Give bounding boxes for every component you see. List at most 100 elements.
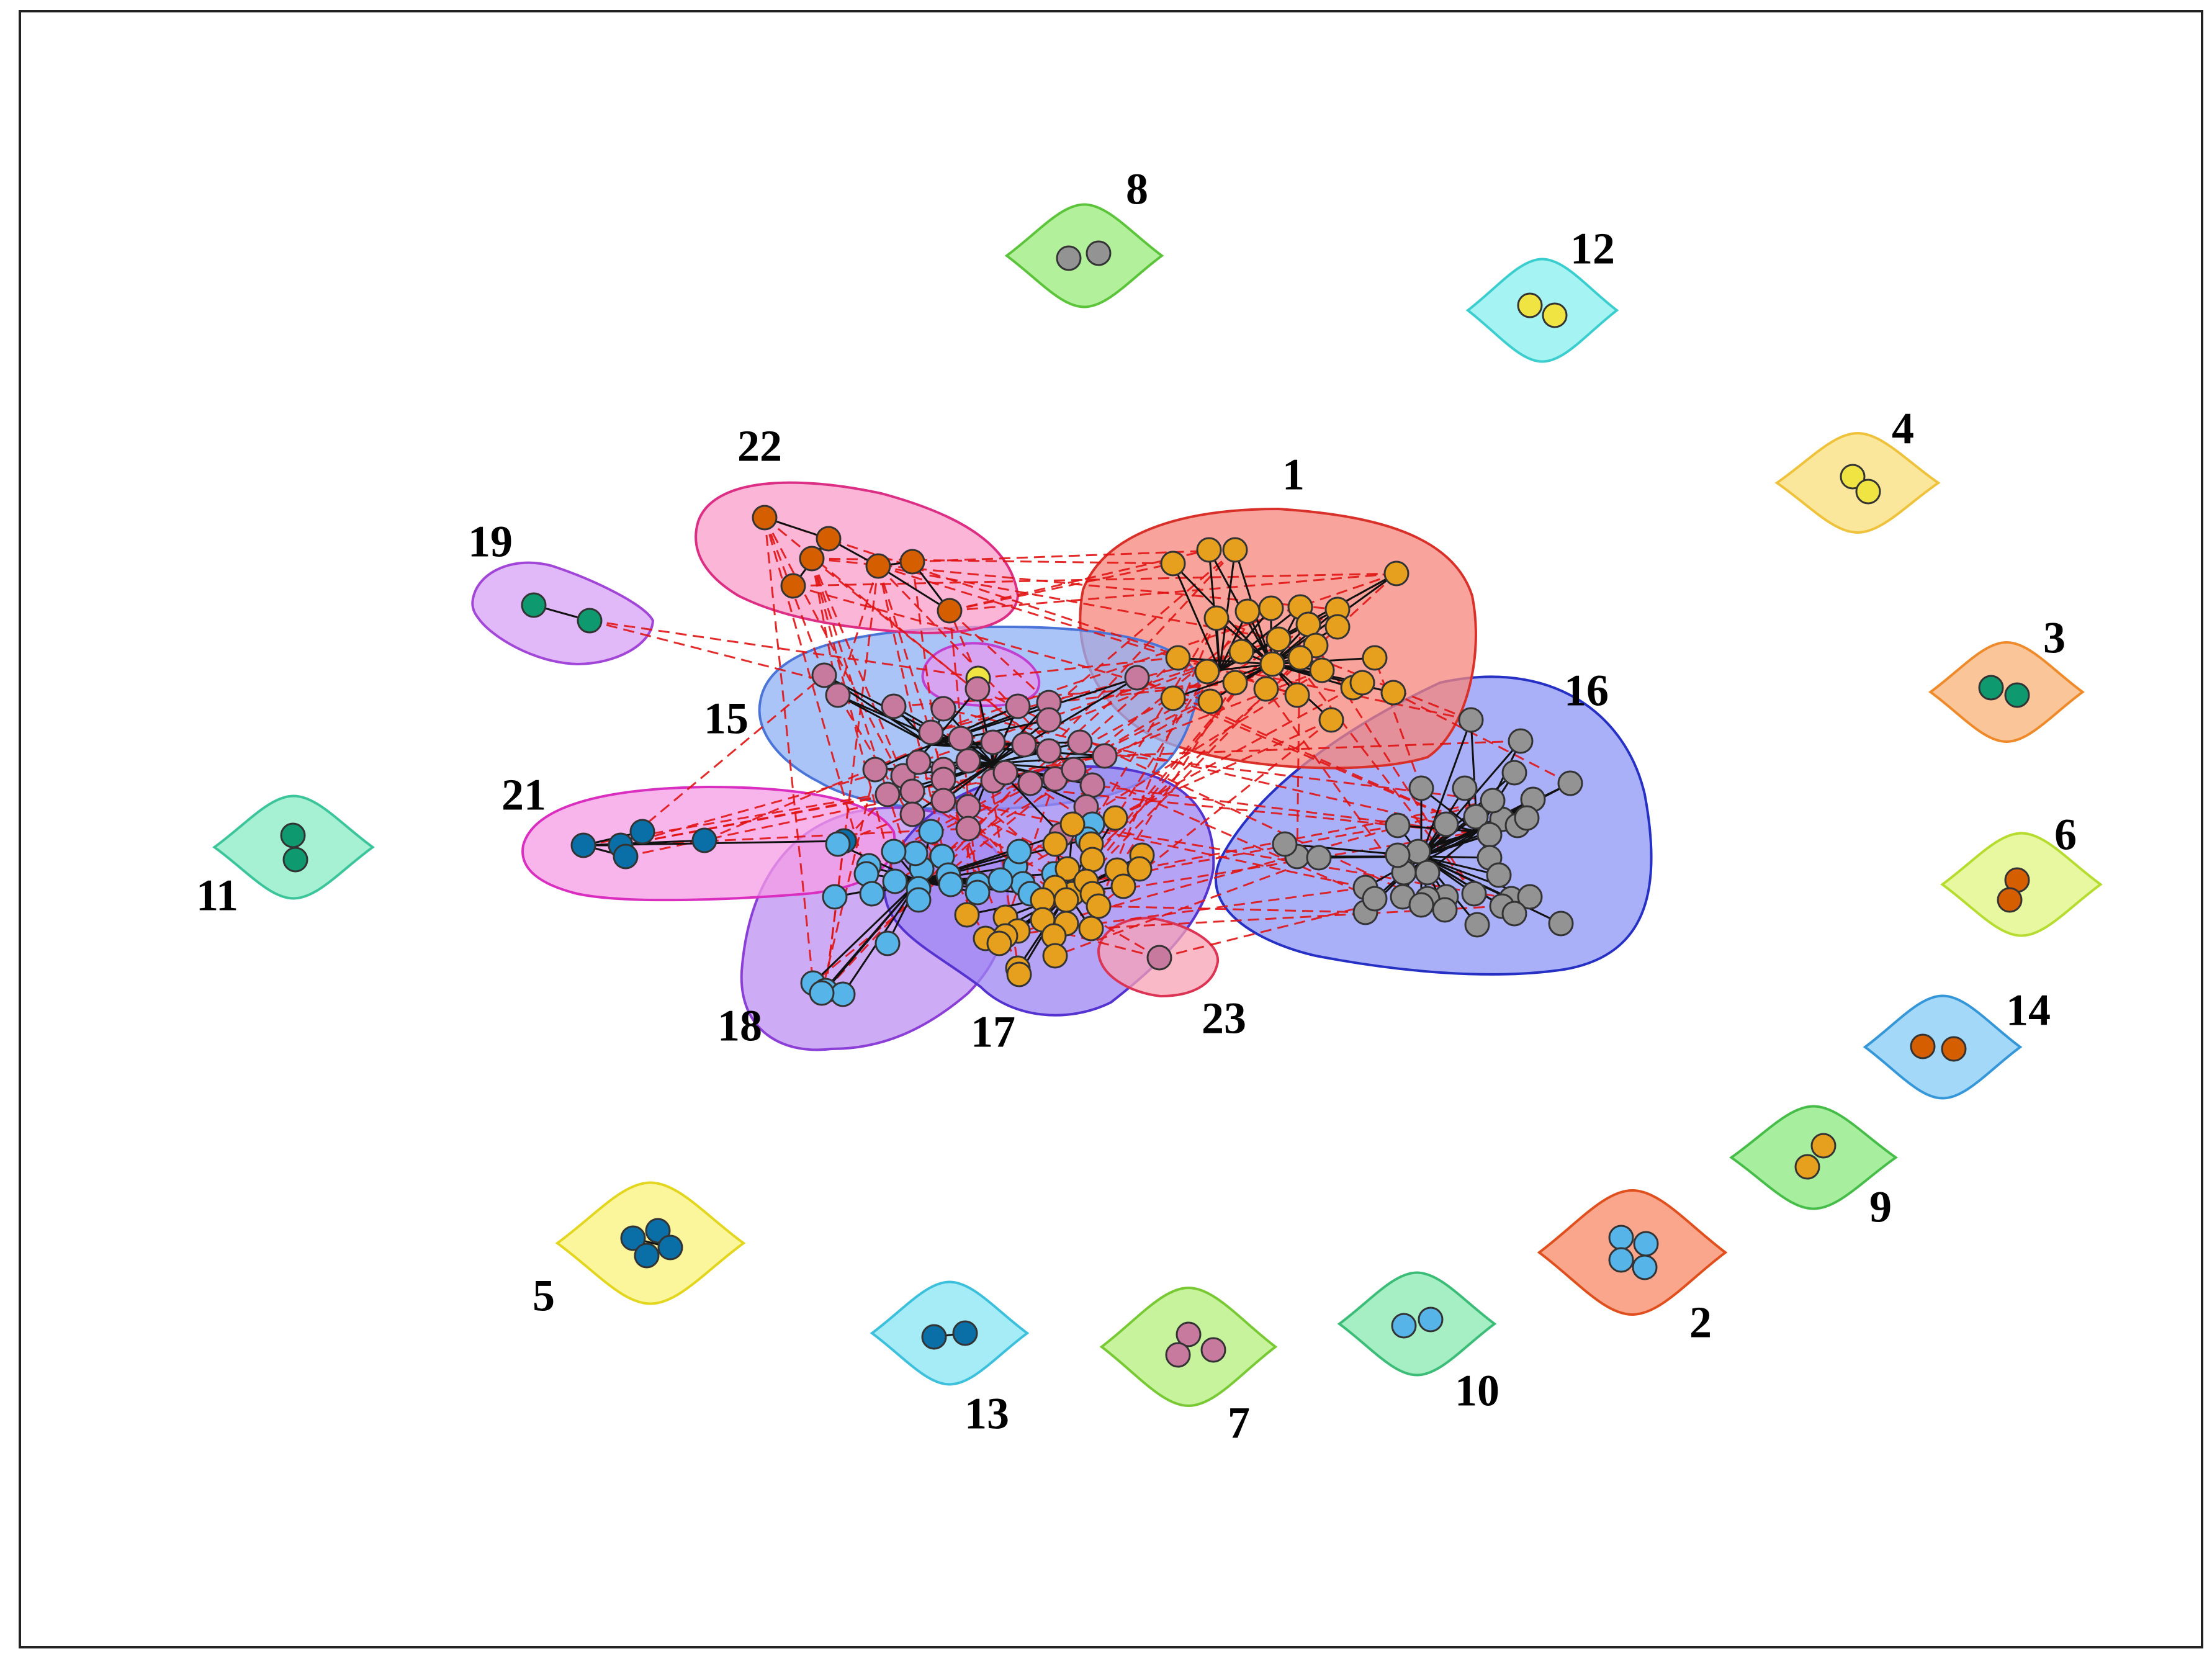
cluster-13-node <box>921 1324 947 1350</box>
cluster-17-node <box>954 902 980 928</box>
inter-edge <box>1054 856 1320 957</box>
cluster-1-node <box>1259 651 1285 677</box>
intra-edge <box>812 880 920 984</box>
small-cluster-pads <box>212 203 2103 1408</box>
cluster-label-21: 21 <box>501 770 546 820</box>
intra-edge <box>912 762 994 816</box>
cluster-1-node <box>1383 560 1409 587</box>
cluster-1-node <box>1295 611 1321 637</box>
inter-edge <box>1091 618 1218 825</box>
cluster-18-node <box>918 819 944 845</box>
inter-edge <box>1054 824 1398 889</box>
cluster-15-node <box>1036 738 1062 764</box>
inter-edge <box>620 827 969 847</box>
inter-edge <box>811 558 896 882</box>
cluster-15-node <box>955 748 981 774</box>
inter-edge <box>763 517 814 984</box>
cluster-15-node <box>1079 772 1105 798</box>
cluster-15-node <box>811 662 837 688</box>
cluster-17-node <box>1110 873 1136 899</box>
inter-edge <box>811 558 839 696</box>
cluster-15-node <box>862 757 888 783</box>
cluster-18-node <box>830 981 856 1007</box>
cluster-16-node <box>1432 897 1458 923</box>
cluster-1-node <box>1165 645 1191 671</box>
cluster-4-node <box>1840 464 1866 490</box>
inter-edge <box>1159 905 1366 959</box>
inter-edge <box>1177 657 1472 721</box>
cluster-1-node <box>1318 707 1344 733</box>
cluster-15-node <box>1011 732 1037 758</box>
cluster-22-node <box>816 526 842 552</box>
inter-edge <box>976 688 1020 975</box>
intra-edge <box>1270 608 1338 665</box>
cluster-labels: 1 2 3 4 5 6 7 8 9 10 11 12 13 14 15 16 1… <box>196 164 2077 1448</box>
cluster-5-node <box>620 1225 646 1251</box>
intra-edge <box>1403 830 1478 874</box>
cluster-18-node <box>859 881 885 907</box>
cluster-16-node <box>1514 805 1540 831</box>
cluster-18-node <box>906 887 932 913</box>
cluster-1-node <box>1160 685 1186 711</box>
intra-edge <box>1218 608 1272 671</box>
cluster-14-node <box>1941 1036 1967 1062</box>
cluster-15-node <box>899 801 925 827</box>
cluster-22-node <box>780 573 806 599</box>
cluster-label-15: 15 <box>704 694 749 744</box>
inter-edge <box>949 549 1210 612</box>
cluster-16-node <box>1464 912 1490 938</box>
cluster-12-node <box>1517 292 1543 318</box>
cluster-7-node <box>1200 1337 1226 1363</box>
inter-edge <box>824 840 845 991</box>
cluster-19-node <box>577 608 603 634</box>
inter-edge <box>918 657 1179 890</box>
cluster-label-22: 22 <box>737 421 782 471</box>
inter-edge <box>912 790 1366 889</box>
inter-edge <box>1092 784 1490 836</box>
intra-edge <box>1219 623 1309 672</box>
cluster-15-node <box>918 719 944 745</box>
cluster-18-node <box>938 871 964 897</box>
cluster-16-node <box>1463 804 1489 830</box>
cluster-15-node <box>881 693 907 719</box>
cluster-1-node <box>1194 659 1220 685</box>
cluster-23-node <box>1146 945 1172 971</box>
inter-edge <box>837 565 879 696</box>
inter-edge <box>763 517 825 676</box>
intra-edge <box>837 694 932 746</box>
cluster-17-node <box>1053 887 1079 913</box>
network-nodes <box>280 240 2030 1368</box>
cluster-16-node <box>1408 892 1434 918</box>
cluster-label-23: 23 <box>1202 994 1246 1043</box>
cluster-label-8: 8 <box>1126 164 1148 214</box>
cluster-1-node <box>1234 598 1261 624</box>
inter-edge <box>589 619 832 684</box>
intra-edge <box>1172 663 1272 699</box>
cluster-8-node <box>1086 240 1112 266</box>
cluster-18-node <box>902 840 928 866</box>
cluster-17-node <box>1042 831 1068 857</box>
cluster-16-node <box>1486 862 1512 888</box>
cluster-3-node <box>2004 682 2030 708</box>
inter-edge <box>763 517 873 894</box>
cluster-16-node <box>1508 728 1534 754</box>
cluster-13-node <box>952 1320 978 1346</box>
cluster-2-node <box>1632 1254 1658 1280</box>
cluster-label-19: 19 <box>468 517 513 567</box>
inter-edge <box>918 638 1279 763</box>
cluster-18-node <box>822 884 848 910</box>
cluster-5-node <box>634 1243 660 1269</box>
cluster-15-node <box>980 729 1006 755</box>
cluster-17-node <box>1102 805 1128 831</box>
cluster-1-node <box>1284 682 1310 708</box>
cluster-14-node <box>1910 1033 1936 1059</box>
cluster-1-node <box>1349 670 1375 696</box>
cluster-9-node <box>1810 1133 1837 1159</box>
cluster-17-node <box>1126 856 1153 882</box>
inter-edge <box>1092 917 1160 959</box>
cluster-16-node <box>1385 842 1411 868</box>
cluster-label-13: 13 <box>964 1389 1009 1439</box>
cluster-17-node <box>1054 856 1081 882</box>
inter-edge <box>912 790 1067 901</box>
cluster-12-hull <box>1465 258 1619 363</box>
